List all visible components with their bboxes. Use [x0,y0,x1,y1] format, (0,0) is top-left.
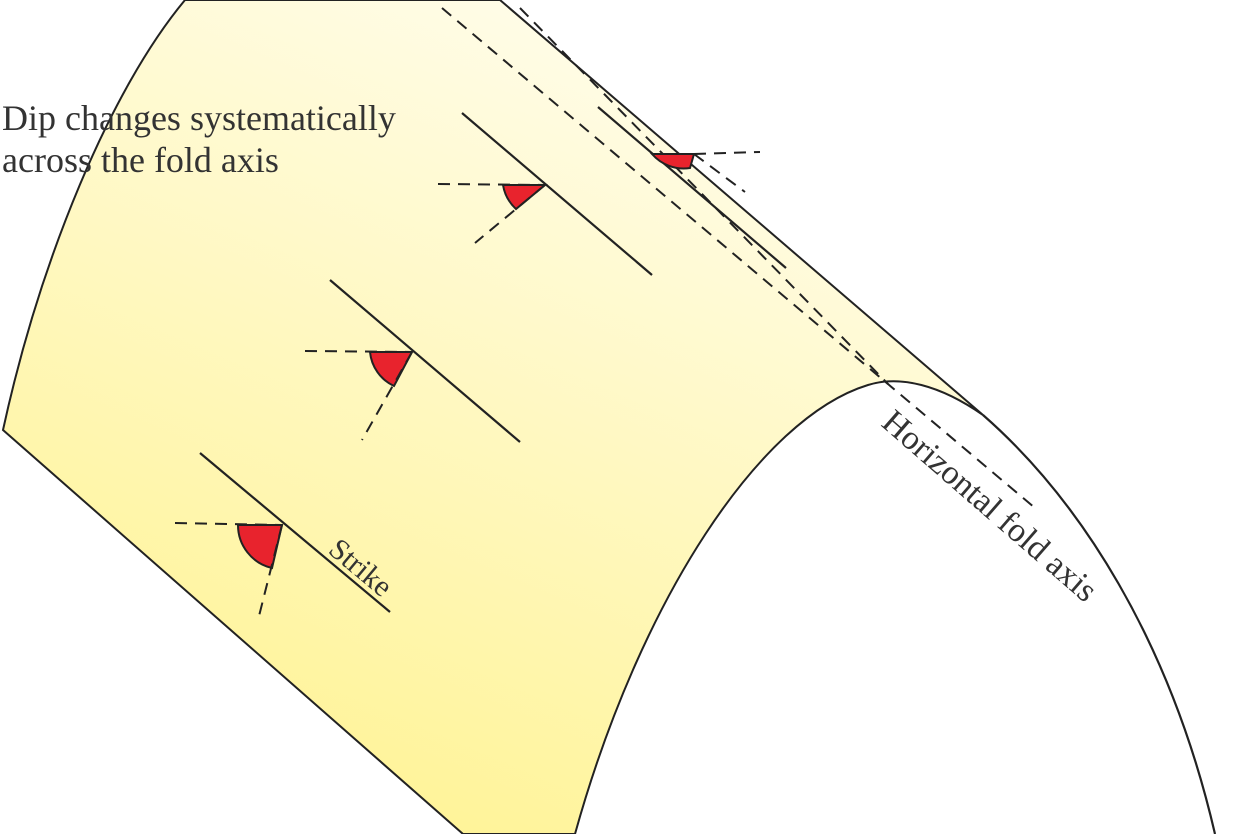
strike-line-4 [597,106,787,269]
dip-direction-line [474,184,546,244]
dip-direction-line [361,351,413,441]
fold-axis-crest-line [519,7,889,385]
strike-line-2 [329,279,521,443]
strike-line-3 [461,112,653,276]
fold-hinge-curve [982,414,1217,834]
dip-angle-arc [368,351,414,388]
horizontal-reference-line [693,151,761,155]
horizontal-reference-line [304,350,413,353]
dip-symbol-4 [649,151,761,193]
dip-symbol-1 [174,522,284,621]
caption-line-2: across the fold axis [2,140,279,180]
fold-axis-line [441,7,1036,509]
dip-symbol-3 [437,183,548,244]
dip-symbol-2 [304,350,414,441]
fold-limb-surface [1,0,984,834]
dip-direction-line [693,153,746,193]
dip-angle-arc [236,524,284,570]
fold-axis-label: Horizontal fold axis [875,403,1105,609]
caption-line-1: Dip changes systematically [2,98,396,138]
strike-line-1 [199,452,391,613]
horizontal-reference-line [437,183,546,186]
dip-angle-arc [649,153,696,170]
horizontal-reference-line [174,522,283,526]
dip-direction-line [257,524,283,621]
